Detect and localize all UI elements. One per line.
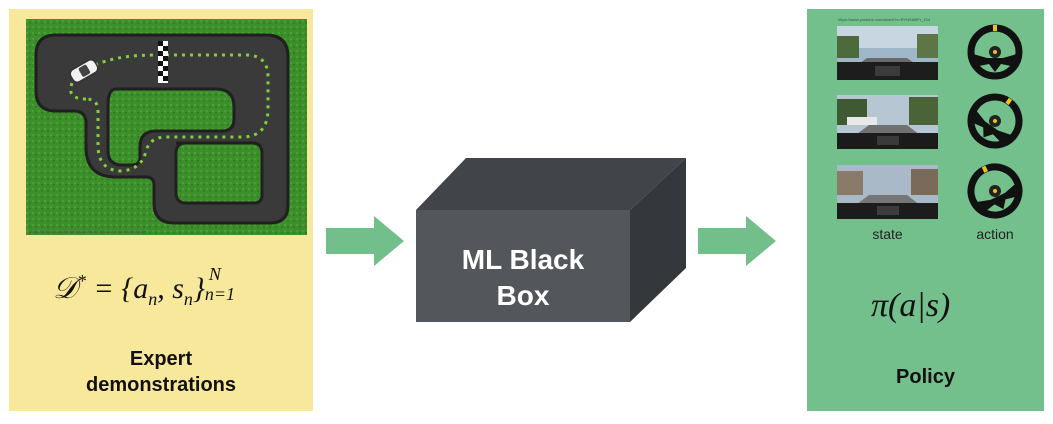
eq-subscript: n xyxy=(183,289,193,309)
driving-state-thumbnail xyxy=(837,95,938,149)
car-icon xyxy=(69,59,99,83)
eq-subscript: n xyxy=(148,289,158,309)
expert-demonstrations-panel: https://github.com/StefanHagan/RaceTrack… xyxy=(9,9,313,411)
black-box-line-2: Box xyxy=(496,280,550,311)
eq-close: } xyxy=(192,272,205,305)
ml-black-box xyxy=(416,158,686,322)
eq-body: = {a xyxy=(85,272,149,305)
race-track-image xyxy=(26,19,307,235)
driving-state-thumbnail xyxy=(837,165,938,219)
arrow-icon xyxy=(698,216,776,266)
image-credit: https://github.com/StefanHagan/RaceTrack… xyxy=(30,229,148,234)
dataset-star: * xyxy=(76,271,86,291)
black-box-label: ML Black Box xyxy=(416,242,630,314)
action-label: action xyxy=(976,226,1014,242)
image-credit: https://www.youtube.com/watch?v=RYNSM5Pr… xyxy=(838,17,931,22)
caption-line-2: demonstrations xyxy=(85,374,237,396)
steering-wheel-icon xyxy=(967,24,1023,80)
eq-mid: , s xyxy=(157,272,184,305)
arrow-icon xyxy=(326,216,404,266)
policy-equation: π(a|s) xyxy=(871,287,951,324)
dataset-symbol: 𝒟 xyxy=(53,272,77,305)
expert-caption: Expert demonstrations xyxy=(9,346,313,398)
eq-upper-bound: N xyxy=(208,264,221,284)
policy-panel: https://www.youtube.com/watch?v=RYNSM5Pr… xyxy=(807,9,1044,411)
finish-line xyxy=(158,41,168,83)
caption-line-1: Expert xyxy=(129,348,193,370)
driving-state-thumbnail xyxy=(837,26,938,80)
policy-caption: Policy xyxy=(896,366,955,388)
steering-wheel-icon xyxy=(967,93,1023,149)
state-label: state xyxy=(872,226,903,242)
black-box-line-1: ML Black xyxy=(461,244,585,275)
eq-lower-bound: n=1 xyxy=(204,284,236,304)
steering-wheel-icon xyxy=(967,163,1023,219)
